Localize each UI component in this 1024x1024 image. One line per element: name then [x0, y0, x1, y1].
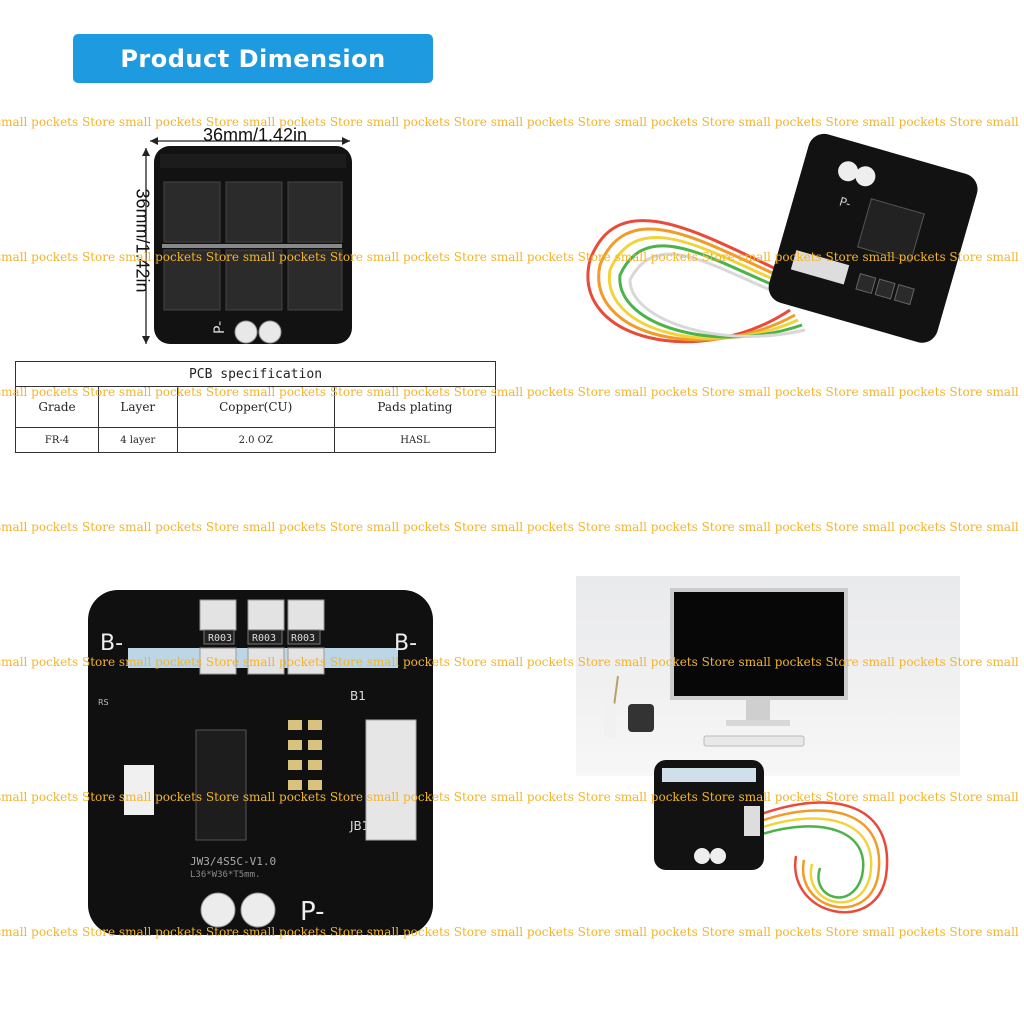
spec-value-grade: FR-4: [14, 427, 100, 453]
photo-p-minus-label: P-: [838, 194, 853, 211]
spec-value-copper: 2.0 OZ: [176, 427, 335, 453]
product-dimension-banner: Product Dimension: [73, 34, 433, 83]
resistor-label-1: R003: [208, 633, 232, 644]
spec-header-copper: Copper(CU): [176, 386, 335, 428]
board-with-wires-photo: P-: [586, 133, 978, 344]
board-closeup-photo: R003 R003 R003 B- B- RS B1 JB1 JW3/4S5C-…: [88, 590, 433, 935]
pcb-spec-table: PCB specification Grade Layer Copper(CU)…: [14, 361, 497, 453]
desk-scene-overlay: [604, 588, 889, 914]
dimension-drawing: P-: [142, 137, 352, 344]
spec-header-grade: Grade: [14, 386, 100, 428]
resistor-label-3: R003: [291, 633, 315, 644]
closeup-size-label: L36*W36*T5mm.: [190, 870, 260, 880]
closeup-rs-label: RS: [98, 698, 109, 707]
watermark-row-4: small pockets Store small pockets Store …: [0, 520, 1019, 534]
width-dimension-label: 36mm/1.42in: [202, 125, 308, 145]
closeup-jb1-label: JB1: [349, 819, 369, 833]
closeup-b-minus-left: B-: [100, 631, 123, 656]
banner-title: Product Dimension: [120, 44, 386, 73]
closeup-p-minus-label: P-: [300, 897, 325, 927]
spec-header-layer: Layer: [98, 386, 178, 428]
spec-value-pads: HASL: [333, 427, 497, 453]
drawing-p-minus-label: P-: [212, 321, 228, 334]
closeup-b-minus-right: B-: [394, 631, 417, 656]
resistor-label-2: R003: [252, 633, 276, 644]
spec-value-layer: 4 layer: [98, 427, 178, 453]
height-dimension-label: 36mm/1.42in: [132, 188, 153, 293]
spec-table-title: PCB specification: [15, 361, 496, 387]
closeup-model-label: JW3/4S5C-V1.0: [190, 855, 276, 868]
closeup-b1-label: B1: [350, 689, 366, 703]
spec-header-pads: Pads plating: [333, 386, 497, 428]
